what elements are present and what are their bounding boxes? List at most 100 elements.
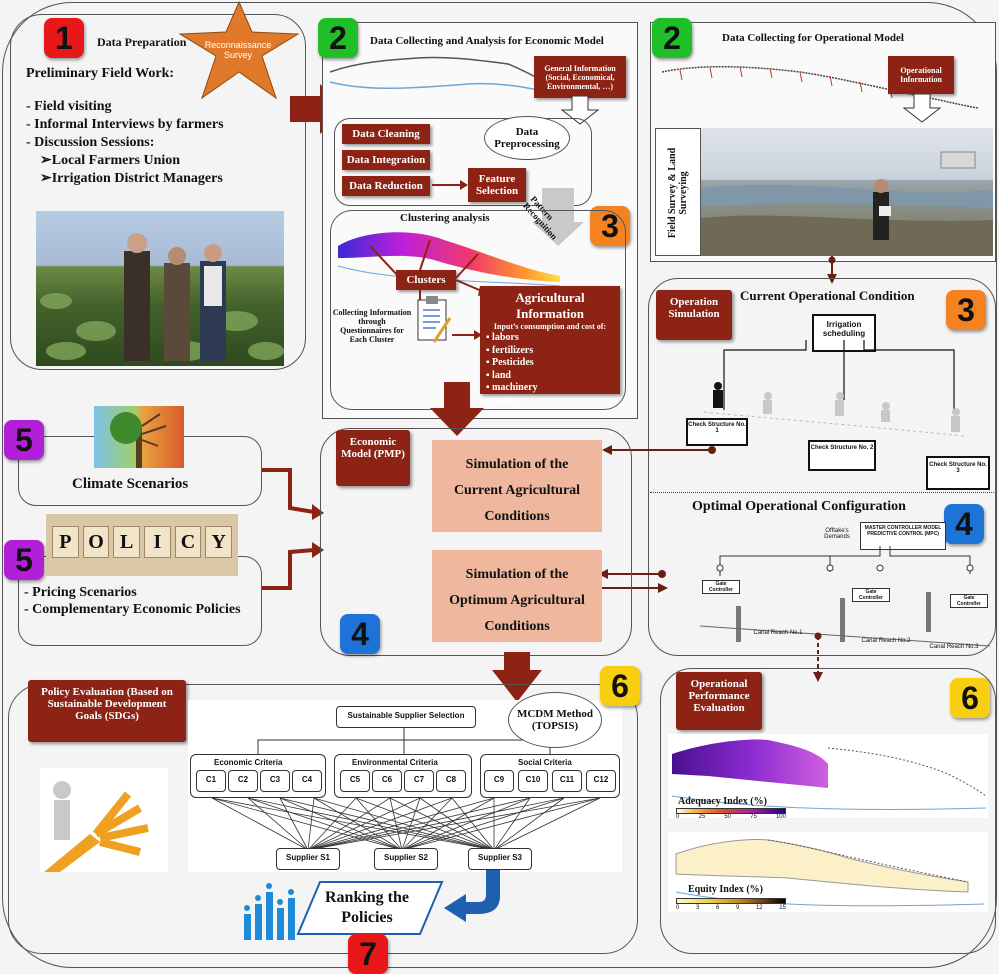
criterion-box: C8 [436,770,466,792]
criterion-box: C6 [372,770,402,792]
criterion-box: C1 [196,770,226,792]
optimal-config-diagram [699,546,990,647]
policy-item: - Pricing Scenarios [24,585,137,600]
sim-current-line: Conditions [484,509,550,524]
policy-block: P [52,526,79,558]
policy-block: L [113,526,141,558]
check-structure-1: Check Structure No. 1 [686,418,748,446]
clustering-title: Clustering analysis [400,212,490,224]
step-5-climate-badge: 5 [4,420,44,460]
policy-evaluation-label: Policy Evaluation (Based on Sustainable … [28,680,186,742]
supplier-selection-diagram: Sustainable Supplier Selection Economic … [188,700,622,872]
data-preparation-panel [10,14,306,370]
supplier-box: Supplier S2 [374,848,438,870]
arrow-to-agri [452,330,482,340]
decision-person-image [40,768,168,872]
sim-optimum-line: Simulation of the [465,567,569,582]
sim-current-box: Simulation of the Current Agricultural C… [432,440,602,532]
general-info-box: General Information (Social, Economical,… [534,56,626,98]
econ-criteria-group [190,754,326,798]
performance-panel [660,668,996,954]
data-cleaning-box: Data Cleaning [342,124,430,144]
equity-tick: 0 [676,905,680,911]
current-condition-diagram [703,340,965,437]
adequacy-tick: 25 [698,814,706,820]
agri-info-item: ▪ water [486,394,517,406]
criterion-box: C9 [484,770,514,792]
adequacy-legend-title: Adequacy Index (%) [678,796,767,807]
arrows-to-econ-model [262,468,324,590]
performance-label: Operational Performance Evaluation [676,672,762,730]
policy-evaluation-panel [8,684,638,954]
connector-optimal-to-performance [813,632,823,682]
economic-model-label: Economic Model (PMP) [336,430,410,486]
policy-block: C [174,526,202,558]
data-preprocessing-cloud: Data Preprocessing [484,116,570,160]
feature-selection-box: Feature Selection [468,168,526,202]
agri-info-item: ▪ fertilizers [486,344,534,356]
equity-tick: 9 [735,905,740,911]
gate-controller-2: Gate Controller [852,588,890,602]
oper-data-title: Data Collecting for Operational Model [722,32,904,44]
collecting-label: Collecting Information through Questionn… [332,308,412,344]
agri-info-item: ▪ Pesticides [486,357,534,368]
gate-controller-1: Gate Controller [702,580,740,594]
connector-survey-to-current [827,256,837,284]
canal-reach-2-label: Canal Reach No.2 [861,638,911,644]
clusters-box: Clusters [396,270,456,290]
arrow-general-info [560,96,600,125]
arrow-supplier-to-ranking [444,870,500,922]
agri-info-item: ▪ machinery [486,382,538,393]
econ-data-title: Data Collecting and Analysis for Economi… [370,35,604,47]
field-meeting-photo [36,211,284,366]
reconnaissance-star-label: Reconnaissance Survey [204,40,272,60]
env-criteria-label: Environmental Criteria [352,758,438,767]
ranking-chart-icon [240,878,296,940]
policy-block: O [82,526,110,558]
criterion-box: C7 [404,770,434,792]
soc-criteria-label: Social Criteria [518,758,572,767]
step-1-badge: 1 [44,18,84,58]
data-integration-box: Data Integration [342,150,430,170]
canal-profile-econ [329,56,557,95]
arrow-oper-info [902,94,942,123]
preliminary-heading: Preliminary Field Work: [26,66,175,81]
step-2-econ-badge: 2 [318,18,358,58]
condition-divider [650,492,994,493]
agri-info-box: Agricultural Information Input’s consump… [480,286,620,406]
agri-info-item: ▪ labors [486,332,519,343]
sim-optimum-box: Simulation of the Optimum Agricultural C… [432,550,602,642]
master-controller-box: MASTER CONTROLLER MODEL PREDICTIVE CONTR… [860,522,946,550]
criterion-box: C12 [586,770,616,792]
agri-info-list: ▪ labors ▪ fertilizers ▪ Pesticides ▪ la… [486,332,614,407]
equity-tick: 3 [695,905,700,911]
equity-legend-title: Equity Index (%) [688,884,764,895]
criterion-box: C10 [518,770,548,792]
equity-tick: 6 [715,905,720,911]
prep-item: ➢Local Farmers Union [40,153,181,168]
gate-controller-3: Gate Controller [950,594,988,608]
canal-reach-3-label: Canal Reach No.3 [929,644,979,650]
canal-reach-1-label: Canal Reach No.1 [753,630,803,636]
arrow-reduction-feature [432,180,468,190]
step-7-badge: 7 [348,934,388,974]
oper-info-box: Operational Information [888,56,954,94]
operational-panel [648,278,996,656]
policy-blocks-image: P O L I C Y [46,514,238,576]
adequacy-tick: 75 [750,814,757,820]
climate-image [94,406,184,468]
policy-block: I [144,526,171,558]
policy-list: - Pricing Scenarios - Complementary Econ… [24,584,254,618]
data-reduction-box: Data Reduction [342,176,430,196]
reconnaissance-star [178,0,300,100]
data-preparation-title: Data Preparation [97,35,187,49]
step-6-mcdm-badge: 6 [600,666,640,706]
sustainable-supplier-box: Sustainable Supplier Selection [336,706,476,728]
supplier-box: Supplier S3 [468,848,532,870]
field-survey-label-box [655,128,701,256]
economic-model-panel [320,428,632,656]
adequacy-tick: 0 [676,814,680,820]
soc-criteria-group [480,754,620,798]
step-6-performance-badge: 6 [950,678,990,718]
